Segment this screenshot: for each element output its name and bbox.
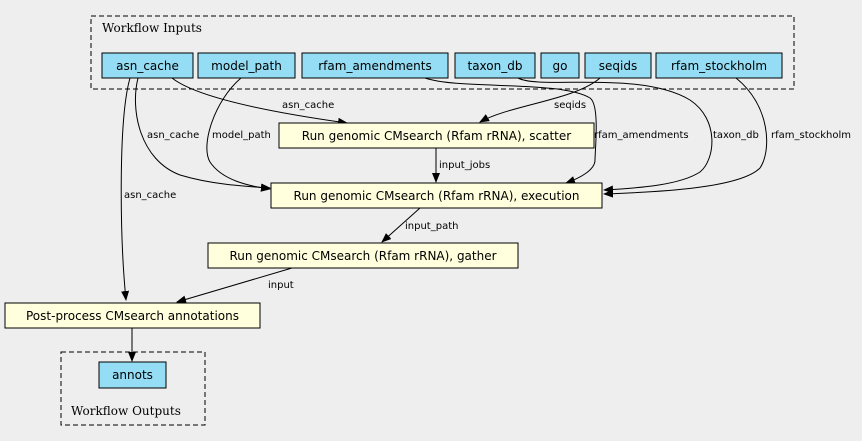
input-node-asn-cache[interactable]: asn_cache [101, 52, 194, 79]
input-label-rfam-amendments: rfam_amendments [318, 59, 431, 73]
edge-label-asn-cache-postprocess: asn_cache [124, 190, 176, 201]
step-node-scatter[interactable]: Run genomic CMsearch (Rfam rRNA), scatte… [278, 122, 595, 149]
edge-label-scatter-execution: input_jobs [439, 160, 490, 171]
input-node-rfam-amendments[interactable]: rfam_amendments [301, 52, 449, 79]
workflow-inputs-label: Workflow Inputs [102, 21, 202, 35]
edge-label-seqids-scatter: seqids [554, 100, 586, 111]
edge-rfam-stockholm-execution [603, 77, 768, 198]
workflow-outputs-label: Workflow Outputs [71, 404, 181, 418]
input-node-go[interactable]: go [540, 52, 580, 79]
step-label-scatter: Run genomic CMsearch (Rfam rRNA), scatte… [302, 129, 571, 143]
input-label-asn-cache: asn_cache [116, 59, 179, 73]
edges: asn_cache asn_cache asn_cache model_path… [120, 77, 851, 362]
step-node-postprocess[interactable]: Post-process CMsearch annotations [4, 302, 261, 329]
edge-label-execution-gather: input_path [405, 221, 458, 232]
edge-asn-cache-scatter [171, 77, 348, 126]
input-label-rfam-stockholm: rfam_stockholm [671, 59, 767, 73]
input-label-seqids: seqids [599, 59, 637, 73]
output-label-annots: annots [112, 368, 153, 382]
edge-execution-gather [381, 207, 421, 243]
edge-label-rfam-amendments-execution: rfam_amendments [594, 130, 689, 141]
step-label-postprocess: Post-process CMsearch annotations [26, 309, 239, 323]
step-node-gather[interactable]: Run genomic CMsearch (Rfam rRNA), gather [207, 242, 519, 269]
edge-label-gather-postprocess: input [268, 280, 294, 291]
input-node-seqids[interactable]: seqids [584, 52, 652, 79]
edge-label-asn-cache-execution: asn_cache [147, 130, 199, 141]
edge-seqids-scatter [479, 77, 601, 123]
input-label-taxon-db: taxon_db [468, 59, 523, 73]
edge-asn-cache-execution [135, 77, 271, 192]
edge-gather-postprocess [176, 267, 293, 304]
input-node-model-path[interactable]: model_path [197, 52, 296, 79]
edge-label-rfam-stockholm-execution: rfam_stockholm [771, 130, 851, 141]
step-label-execution: Run genomic CMsearch (Rfam rRNA), execut… [294, 189, 580, 203]
edge-label-taxon-db-execution: taxon_db [713, 130, 759, 141]
edge-label-model-path-execution: model_path [212, 130, 271, 141]
input-label-model-path: model_path [211, 59, 282, 73]
output-node-annots[interactable]: annots [98, 361, 167, 389]
edge-taxon-db-execution [517, 77, 713, 194]
step-label-gather: Run genomic CMsearch (Rfam rRNA), gather [229, 249, 496, 263]
edge-asn-cache-postprocess [120, 77, 131, 301]
step-node-execution[interactable]: Run genomic CMsearch (Rfam rRNA), execut… [270, 182, 603, 209]
edge-model-path-execution [206, 77, 271, 192]
input-node-rfam-stockholm[interactable]: rfam_stockholm [655, 52, 783, 79]
workflow-inputs-cluster: Workflow Inputs [90, 15, 795, 90]
input-label-go: go [553, 59, 568, 73]
edge-label-asn-cache-scatter: asn_cache [282, 100, 334, 111]
input-node-taxon-db[interactable]: taxon_db [454, 52, 536, 79]
edge-rfam-amendments-execution [424, 77, 597, 184]
